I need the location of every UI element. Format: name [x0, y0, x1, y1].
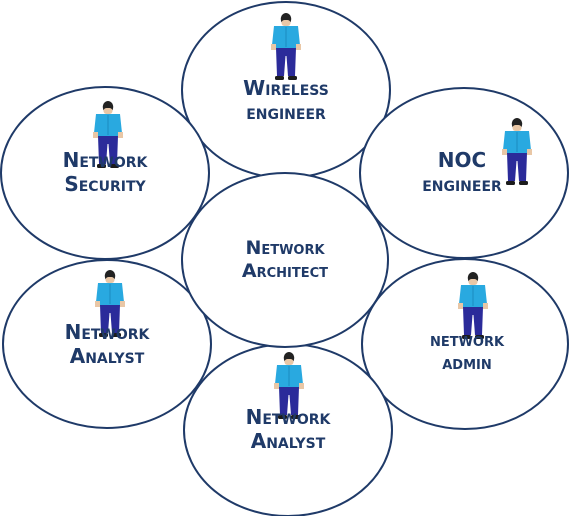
role-line-1: Network: [245, 237, 325, 259]
person-icon: [90, 269, 130, 341]
role-label-network-architect: Network Architect: [195, 237, 375, 283]
role-line-2: admin: [442, 351, 492, 374]
role-line-2: engineer: [246, 100, 326, 124]
role-line-2: engineer: [422, 172, 502, 196]
role-label-network-analyst-left: Network Analyst: [17, 320, 197, 368]
role-line-1: Wireless: [243, 76, 329, 100]
role-label-network-analyst-bottom: Network Analyst: [198, 405, 378, 453]
role-line-1: Network: [245, 405, 331, 429]
person-icon: [88, 100, 128, 172]
role-line-1: NOC: [437, 148, 487, 172]
person-icon: [453, 271, 493, 343]
role-line-2: Architect: [241, 259, 329, 282]
role-line-2: Analyst: [69, 344, 145, 368]
ring-network-architect: [181, 172, 389, 348]
ring-network-analyst-left: [2, 259, 212, 429]
person-icon: [269, 351, 309, 423]
role-line-1: Network: [62, 148, 148, 172]
person-icon: [266, 12, 306, 84]
role-label-noc-engineer: NOC engineer: [372, 148, 552, 196]
role-line-1: network: [429, 329, 505, 351]
role-line-2: Security: [64, 172, 146, 196]
role-label-wireless-engineer: Wireless engineer: [196, 76, 376, 124]
role-label-network-admin: network admin: [377, 329, 557, 375]
role-line-1: Network: [64, 320, 150, 344]
role-label-network-security: Network Security: [15, 148, 195, 196]
ring-network-security: [0, 86, 210, 260]
role-line-2: Analyst: [250, 429, 326, 453]
person-icon: [497, 117, 537, 189]
ring-network-admin: [361, 258, 569, 430]
